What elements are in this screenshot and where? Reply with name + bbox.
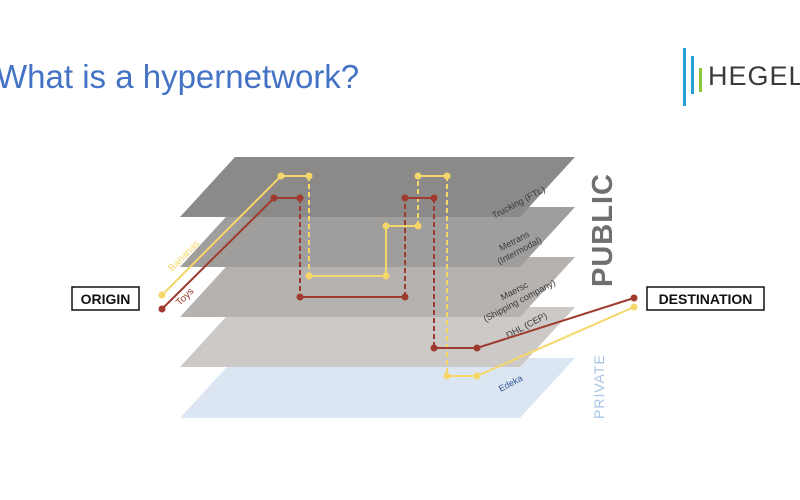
route-toys-nodes bbox=[158, 194, 638, 352]
route-node bbox=[158, 305, 166, 313]
route-node bbox=[277, 172, 285, 180]
route-node bbox=[430, 344, 438, 352]
layer-maersc bbox=[180, 257, 575, 317]
route-node bbox=[443, 372, 451, 380]
route-node bbox=[158, 291, 166, 299]
route-node bbox=[296, 293, 304, 301]
route-node bbox=[430, 194, 438, 202]
private-label: PRIVATE bbox=[591, 354, 607, 419]
origin-box: ORIGIN bbox=[71, 286, 140, 311]
route-node bbox=[414, 222, 422, 230]
route-bananas-nodes bbox=[158, 172, 638, 380]
route-node bbox=[473, 372, 481, 380]
hegel-logo: HEGEL bbox=[680, 46, 800, 108]
route-node bbox=[401, 194, 409, 202]
route-node bbox=[305, 172, 313, 180]
route-node bbox=[270, 194, 278, 202]
logo-mark-icon bbox=[683, 48, 702, 106]
layer-dhl bbox=[180, 307, 575, 367]
logo-text: HEGEL bbox=[708, 61, 800, 91]
route-node bbox=[296, 194, 304, 202]
route-bananas-solid bbox=[309, 225, 418, 277]
layer-metrans bbox=[180, 207, 575, 267]
route-node bbox=[630, 303, 638, 311]
destination-label: DESTINATION bbox=[659, 291, 753, 307]
origin-label: ORIGIN bbox=[81, 291, 131, 307]
layer-trucking bbox=[180, 157, 575, 217]
route-node bbox=[443, 172, 451, 180]
route-node bbox=[414, 172, 422, 180]
destination-box: DESTINATION bbox=[646, 286, 765, 311]
route-node bbox=[401, 293, 409, 301]
slide-title: What is a hypernetwork? bbox=[0, 58, 360, 95]
route-node bbox=[382, 272, 390, 280]
route-node bbox=[473, 344, 481, 352]
public-label: PUBLIC bbox=[587, 173, 619, 287]
route-node bbox=[630, 294, 638, 302]
route-node bbox=[305, 272, 313, 280]
route-node bbox=[382, 222, 390, 230]
